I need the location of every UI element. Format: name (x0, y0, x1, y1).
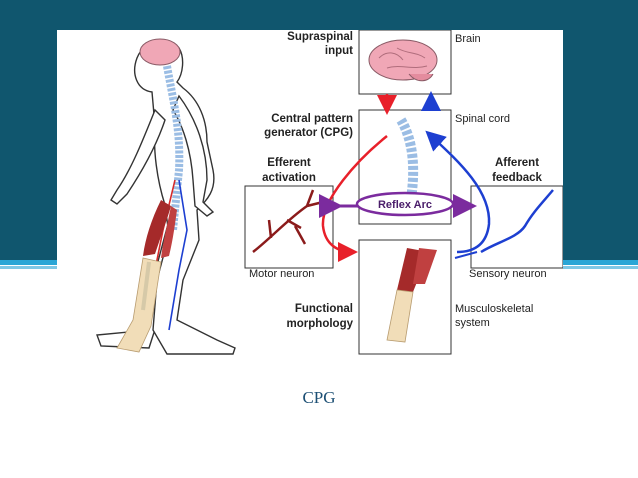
afferent-arrow (425, 130, 491, 254)
cpg-label-2: generator (CPG) (264, 127, 353, 139)
efferent-activation-label-2: activation (262, 172, 316, 184)
brain-label: Brain (455, 33, 481, 45)
sensory-neuron-box (470, 185, 564, 269)
walking-human-illustration (96, 38, 236, 355)
sensory-neuron-icon (480, 189, 554, 254)
supraspinal-input-label-2: input (325, 45, 353, 57)
brain-icon (368, 39, 438, 82)
motor-neuron-box (244, 185, 334, 269)
cpg-label: Central pattern (271, 113, 353, 125)
reflex-arc-label: Reflex Arc (378, 199, 432, 211)
afferent-feedback-label-2: feedback (492, 172, 542, 184)
functional-morphology-label-2: morphology (287, 318, 354, 330)
slide-caption: CPG (302, 388, 336, 407)
efferent-activation-label: Efferent (267, 157, 311, 169)
supraspinal-input-label: Supraspinal (287, 31, 353, 43)
leg-muscle-icon (386, 248, 437, 343)
musculoskeletal-label-2: system (455, 317, 490, 329)
motor-neuron-label: Motor neuron (249, 268, 314, 280)
sensory-connector (454, 251, 478, 259)
efferent-arrow (321, 135, 388, 262)
afferent-feedback-label: Afferent (495, 157, 539, 169)
functional-morphology-label: Functional (295, 303, 353, 315)
cpg-diagram: Supraspinal input Central pattern genera… (57, 29, 564, 360)
sensory-neuron-label: Sensory neuron (469, 268, 547, 280)
reflex-arc-badge (355, 191, 455, 217)
spinal-cord-label: Spinal cord (455, 113, 510, 125)
cpg-diagram-svg: Supraspinal input Central pattern genera… (96, 29, 564, 355)
motor-neuron-icon (252, 189, 324, 253)
musculoskeletal-label: Musculoskeletal (455, 303, 533, 315)
